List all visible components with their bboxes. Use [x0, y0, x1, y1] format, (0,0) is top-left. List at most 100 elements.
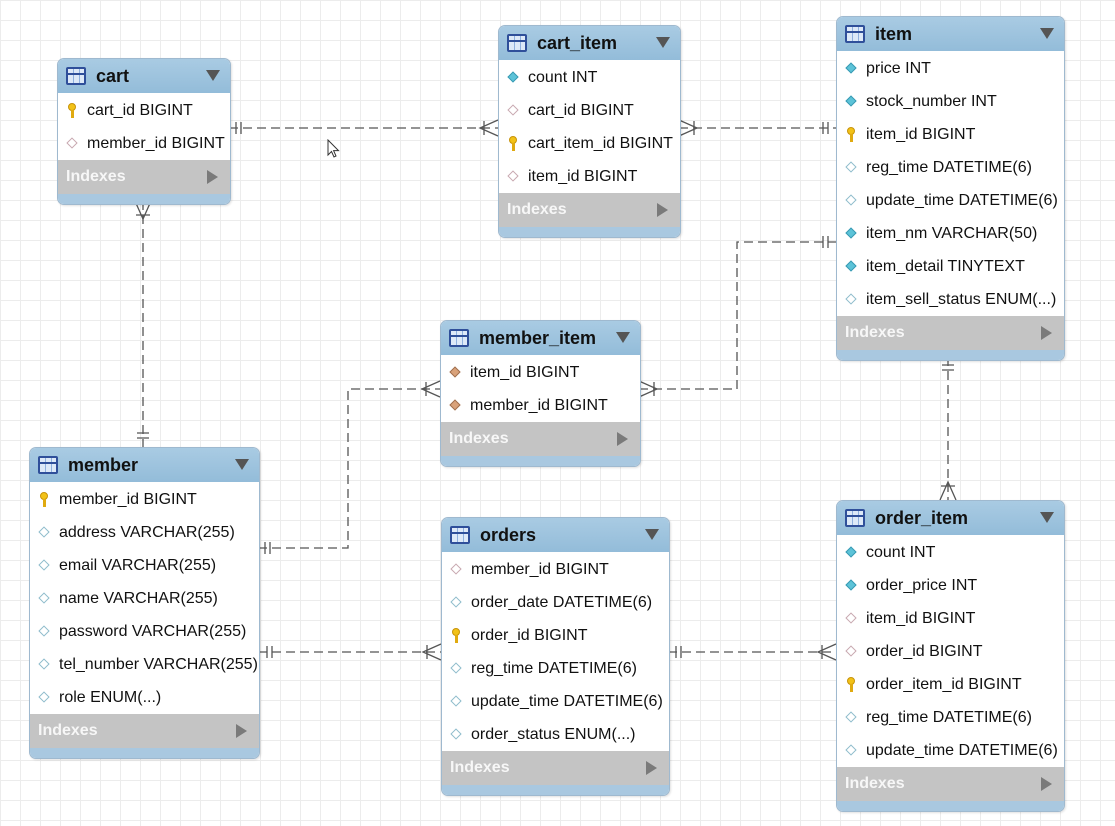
- column-row[interactable]: item_sell_status ENUM(...): [837, 283, 1064, 316]
- entity-footer: [837, 350, 1064, 360]
- column-label: count INT: [866, 543, 936, 561]
- column-row[interactable]: member_id BIGINT: [30, 483, 259, 516]
- indexes-section[interactable]: Indexes: [58, 160, 230, 194]
- column-row[interactable]: item_id BIGINT: [837, 118, 1064, 151]
- rel-member-item-item[interactable]: [638, 236, 836, 398]
- column-row[interactable]: stock_number INT: [837, 85, 1064, 118]
- column-label: update_time DATETIME(6): [866, 741, 1058, 759]
- entity-item[interactable]: item price INT stock_number INT item_id …: [836, 16, 1065, 361]
- expand-arrow-icon[interactable]: [1041, 326, 1052, 340]
- entity-footer: [441, 456, 640, 466]
- column-label: member_id BIGINT: [87, 134, 225, 152]
- entity-header[interactable]: cart: [58, 59, 230, 93]
- dropdown-arrow-icon[interactable]: [235, 459, 249, 470]
- entity-header[interactable]: member_item: [441, 321, 640, 355]
- expand-arrow-icon[interactable]: [657, 203, 668, 217]
- indexes-section[interactable]: Indexes: [499, 193, 680, 227]
- column-row[interactable]: name VARCHAR(255): [30, 582, 259, 615]
- column-row[interactable]: item_nm VARCHAR(50): [837, 217, 1064, 250]
- column-row[interactable]: cart_id BIGINT: [58, 94, 230, 127]
- column-row[interactable]: address VARCHAR(255): [30, 516, 259, 549]
- column-row[interactable]: order_item_id BIGINT: [837, 668, 1064, 701]
- column-row[interactable]: item_id BIGINT: [499, 160, 680, 193]
- column-row[interactable]: cart_item_id BIGINT: [499, 127, 680, 160]
- rel-member-member-item[interactable]: [258, 380, 441, 554]
- column-row[interactable]: update_time DATETIME(6): [837, 734, 1064, 767]
- indexes-label: Indexes: [845, 324, 905, 341]
- indexes-section[interactable]: Indexes: [442, 751, 669, 785]
- expand-arrow-icon[interactable]: [617, 432, 628, 446]
- entity-header[interactable]: orders: [442, 518, 669, 552]
- entity-cart[interactable]: cart cart_id BIGINT member_id BIGINT Ind…: [57, 58, 231, 205]
- indexes-section[interactable]: Indexes: [837, 316, 1064, 350]
- primary-key-icon: [506, 135, 522, 152]
- column-row[interactable]: order_id BIGINT: [837, 635, 1064, 668]
- column-row[interactable]: reg_time DATETIME(6): [837, 151, 1064, 184]
- rel-orders-order-item[interactable]: [668, 643, 837, 661]
- column-icon: [449, 727, 465, 743]
- column-row[interactable]: item_detail TINYTEXT: [837, 250, 1064, 283]
- indexes-section[interactable]: Indexes: [441, 422, 640, 456]
- expand-arrow-icon[interactable]: [236, 724, 247, 738]
- dropdown-arrow-icon[interactable]: [206, 70, 220, 81]
- rel-cart-cart-item[interactable]: [229, 119, 499, 137]
- column-row[interactable]: role ENUM(...): [30, 681, 259, 714]
- column-row[interactable]: update_time DATETIME(6): [837, 184, 1064, 217]
- indexes-section[interactable]: Indexes: [837, 767, 1064, 801]
- dropdown-arrow-icon[interactable]: [1040, 512, 1054, 523]
- entity-cart-item[interactable]: cart_item count INT cart_id BIGINT cart_…: [498, 25, 681, 238]
- expand-arrow-icon[interactable]: [646, 761, 657, 775]
- column-row[interactable]: member_id BIGINT: [441, 389, 640, 422]
- rel-member-orders[interactable]: [258, 643, 442, 661]
- column-icon: [37, 624, 53, 640]
- entity-member[interactable]: member member_id BIGINT address VARCHAR(…: [29, 447, 260, 759]
- column-row[interactable]: order_date DATETIME(6): [442, 586, 669, 619]
- column-row[interactable]: email VARCHAR(255): [30, 549, 259, 582]
- column-label: order_status ENUM(...): [471, 725, 636, 743]
- rel-cart-member[interactable]: [134, 200, 152, 447]
- column-list: member_id BIGINT address VARCHAR(255) em…: [30, 482, 259, 714]
- foreign-key-icon: [844, 611, 860, 627]
- table-icon: [845, 25, 865, 43]
- indexes-label: Indexes: [38, 722, 98, 739]
- column-row[interactable]: order_id BIGINT: [442, 619, 669, 652]
- column-row[interactable]: reg_time DATETIME(6): [442, 652, 669, 685]
- column-icon: [449, 595, 465, 611]
- column-row[interactable]: reg_time DATETIME(6): [837, 701, 1064, 734]
- column-row[interactable]: price INT: [837, 52, 1064, 85]
- dropdown-arrow-icon[interactable]: [656, 37, 670, 48]
- not-null-column-icon: [844, 61, 860, 77]
- column-row[interactable]: order_price INT: [837, 569, 1064, 602]
- column-row[interactable]: member_id BIGINT: [442, 553, 669, 586]
- column-label: member_id BIGINT: [471, 560, 609, 578]
- column-row[interactable]: order_status ENUM(...): [442, 718, 669, 751]
- entity-header[interactable]: order_item: [837, 501, 1064, 535]
- column-row[interactable]: password VARCHAR(255): [30, 615, 259, 648]
- dropdown-arrow-icon[interactable]: [616, 332, 630, 343]
- expand-arrow-icon[interactable]: [1041, 777, 1052, 791]
- entity-orders[interactable]: orders member_id BIGINT order_date DATET…: [441, 517, 670, 796]
- entity-header[interactable]: member: [30, 448, 259, 482]
- entity-order-item[interactable]: order_item count INT order_price INT ite…: [836, 500, 1065, 812]
- column-row[interactable]: member_id BIGINT: [58, 127, 230, 160]
- column-row[interactable]: count INT: [499, 61, 680, 94]
- entity-member-item[interactable]: member_item item_id BIGINT member_id BIG…: [440, 320, 641, 467]
- indexes-section[interactable]: Indexes: [30, 714, 259, 748]
- column-row[interactable]: item_id BIGINT: [441, 356, 640, 389]
- column-row[interactable]: count INT: [837, 536, 1064, 569]
- foreign-key-icon: [506, 103, 522, 119]
- column-row[interactable]: tel_number VARCHAR(255): [30, 648, 259, 681]
- dropdown-arrow-icon[interactable]: [1040, 28, 1054, 39]
- dropdown-arrow-icon[interactable]: [645, 529, 659, 540]
- rel-cart-item-item[interactable]: [678, 119, 836, 137]
- expand-arrow-icon[interactable]: [207, 170, 218, 184]
- column-label: item_detail TINYTEXT: [866, 257, 1025, 275]
- entity-header[interactable]: cart_item: [499, 26, 680, 60]
- column-icon: [844, 292, 860, 308]
- column-row[interactable]: item_id BIGINT: [837, 602, 1064, 635]
- entity-header[interactable]: item: [837, 17, 1064, 51]
- rel-item-order-item[interactable]: [939, 357, 957, 501]
- column-row[interactable]: cart_id BIGINT: [499, 94, 680, 127]
- column-row[interactable]: update_time DATETIME(6): [442, 685, 669, 718]
